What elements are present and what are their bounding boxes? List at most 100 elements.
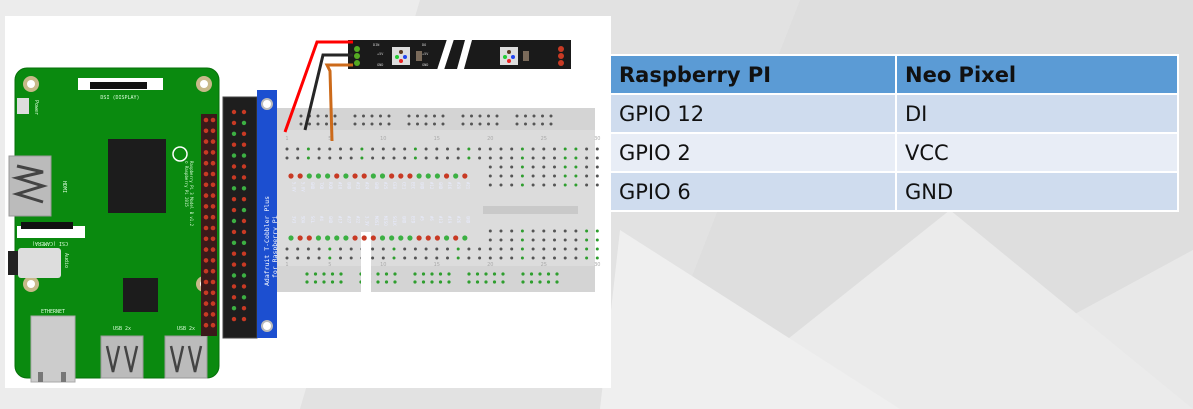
gpio-pin [203, 117, 209, 123]
bb-hole [339, 247, 342, 251]
rail-hole [384, 272, 389, 276]
bb-hole [595, 165, 599, 169]
rail-hole [521, 272, 525, 276]
ribbon-pin [231, 229, 237, 235]
table-header-row: Raspberry PI Neo Pixel [609, 54, 1179, 95]
ribbon-pin [241, 197, 247, 202]
ribbon-pin [231, 142, 237, 147]
gpio-pin [203, 139, 209, 144]
cobbler-pin-bottom [379, 235, 386, 241]
bb-hole [595, 183, 599, 187]
bb-hole [520, 156, 524, 160]
bb-hole [413, 256, 417, 260]
cell-pi-pin: GPIO 6 [609, 171, 897, 212]
bb-hole [542, 238, 546, 242]
gpio-pin [210, 214, 216, 220]
cobbler-pin-bottom [361, 235, 367, 241]
bb-hole [339, 156, 342, 160]
rail-hole [384, 280, 389, 284]
cobbler-pin-bottom [343, 235, 349, 241]
bb-hole [328, 247, 332, 251]
rail-hole [467, 280, 471, 284]
ribbon-pin [241, 131, 247, 136]
bb-hole [520, 256, 524, 260]
bb-hole [328, 256, 332, 260]
out-label-5v: +5V [422, 52, 429, 56]
cobbler-pin-top [297, 173, 303, 179]
bb-hole [371, 147, 375, 151]
rail-hole [501, 280, 505, 284]
gpio-pin [203, 128, 209, 134]
cobbler-subtitle: for Raspberry Pi [271, 215, 279, 278]
cobbler-pin-label: #13 [438, 216, 443, 224]
ribbon-pin [231, 240, 237, 245]
gpio-pin [203, 312, 209, 317]
ribbon-pin [241, 164, 247, 169]
hdmi-port [8, 155, 52, 217]
cobbler-pin-label: EED [410, 216, 415, 224]
bb-hole [531, 229, 535, 233]
rail-hole [407, 122, 411, 126]
table-row: GPIO 6 GND [609, 171, 1179, 212]
ribbon-pin [231, 120, 237, 126]
breadboard-gap [361, 232, 371, 302]
gpio-pin [203, 290, 209, 296]
bb-hole [456, 147, 460, 151]
bb-hole [510, 256, 514, 260]
rail-hole [370, 114, 374, 118]
column-number: 20 [487, 262, 493, 268]
bb-hole [563, 174, 567, 178]
bb-hole [520, 238, 524, 242]
bb-hole [585, 229, 589, 233]
rail-hole [524, 114, 527, 118]
gpio-pin [203, 214, 209, 220]
bb-hole [478, 156, 482, 160]
bb-hole [413, 156, 417, 160]
rail-hole [330, 280, 335, 284]
cobbler-pin-label: CE0 [392, 182, 397, 190]
bb-hole [456, 247, 460, 251]
bb-hole [424, 147, 428, 151]
bb-hole [531, 174, 535, 178]
bb-hole [317, 147, 321, 151]
bb-hole [424, 256, 428, 260]
bb-hole [328, 156, 332, 160]
ribbon-pin [241, 284, 247, 289]
ribbon-pin [231, 175, 237, 180]
bb-hole [531, 256, 535, 260]
cobbler-pin-top [434, 173, 440, 179]
cell-neopixel-pin: GND [895, 171, 1179, 212]
ribbon-pin [241, 109, 247, 115]
rail-hole [299, 114, 303, 118]
ribbon-pin [241, 186, 247, 191]
rail-hole [555, 272, 559, 276]
rail-hole [339, 280, 343, 284]
rail-hole [370, 122, 374, 126]
cobbler-pin-top [315, 173, 322, 179]
cobbler-pin-top [343, 173, 349, 179]
gpio-pin [203, 204, 209, 209]
model-label: Raspberry Pi 3 Model B v1.2 [189, 161, 194, 227]
rail-hole [447, 280, 451, 284]
rail-hole [362, 122, 365, 126]
cobbler-pin-label: #21 [465, 182, 470, 190]
cobbler-pin-label: 3.3V [365, 216, 370, 226]
cobbler-pin-label: GND [401, 216, 406, 224]
ribbon-pin [241, 251, 247, 256]
bb-hole [499, 238, 503, 242]
bb-hole [499, 165, 503, 169]
bb-hole [510, 156, 514, 160]
cobbler-pin-label: GND [420, 182, 425, 190]
column-number: 30 [594, 136, 600, 142]
bb-hole [285, 256, 289, 260]
cobbler-pin-bottom [389, 235, 395, 241]
bb-hole [585, 165, 589, 169]
cobbler-pin-top [389, 173, 395, 179]
bb-hole [488, 165, 492, 169]
rail-hole [438, 272, 443, 276]
cell-neopixel-pin: VCC [895, 132, 1179, 173]
bb-hole [392, 247, 396, 251]
bb-hole [424, 156, 428, 160]
rail-hole [438, 280, 443, 284]
rail-hole [549, 122, 553, 126]
